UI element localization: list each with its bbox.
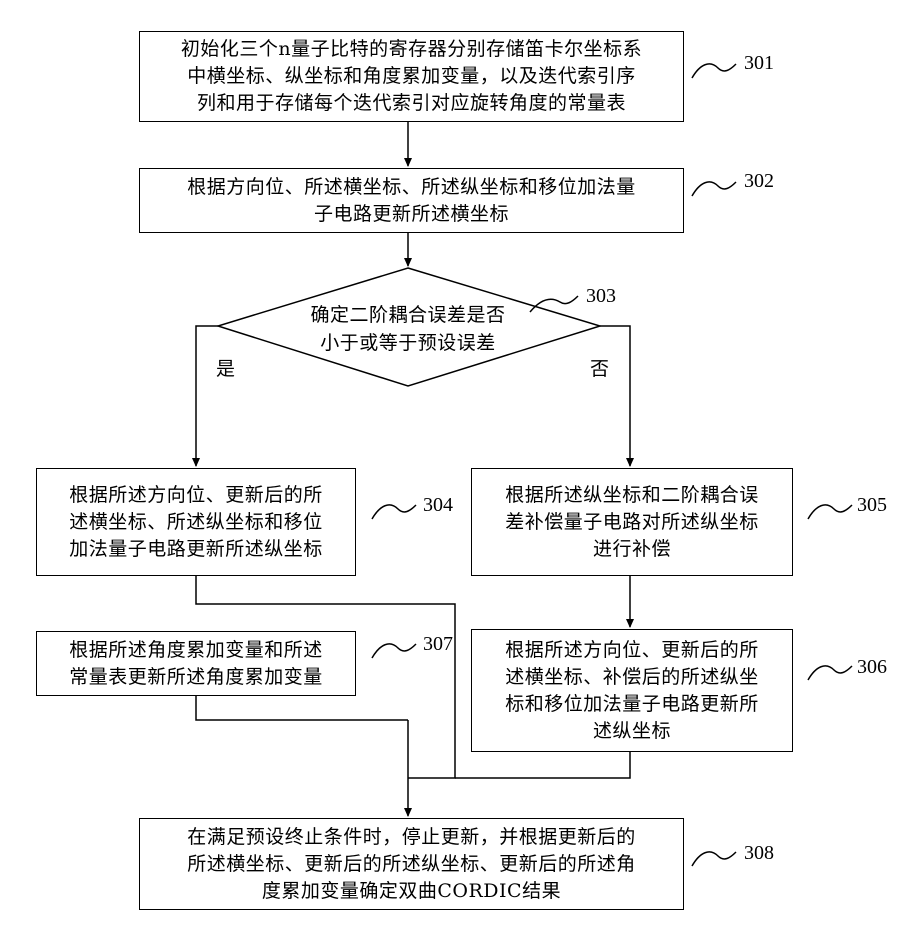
callout-301 (692, 64, 736, 78)
arrow-303-304 (196, 326, 218, 466)
step-box-302: 根据方向位、所述横坐标、所述纵坐标和移位加法量 子电路更新所述横坐标 (139, 168, 684, 233)
step-number-306: 306 (857, 656, 887, 678)
step-text-304: 根据所述方向位、更新后的所 述横坐标、所述纵坐标和移位 加法量子电路更新所述纵坐… (69, 482, 323, 563)
step-number-302: 302 (744, 170, 774, 192)
line-307-out (196, 696, 408, 720)
step-number-303: 303 (586, 285, 616, 307)
step-text-305: 根据所述纵坐标和二阶耦合误 差补偿量子电路对所述纵坐标 进行补偿 (505, 482, 759, 563)
step-box-306: 根据所述方向位、更新后的所 述横坐标、补偿后的所述纵坐 标和移位加法量子电路更新… (471, 629, 793, 752)
callout-306 (808, 666, 852, 680)
callout-305 (808, 505, 852, 519)
branch-yes-label: 是 (216, 358, 235, 380)
step-box-305: 根据所述纵坐标和二阶耦合误 差补偿量子电路对所述纵坐标 进行补偿 (471, 468, 793, 576)
step-number-307: 307 (423, 633, 453, 655)
step-box-307: 根据所述角度累加变量和所述 常量表更新所述角度累加变量 (36, 631, 356, 696)
arrow-303-305 (600, 326, 630, 466)
step-text-306: 根据所述方向位、更新后的所 述横坐标、补偿后的所述纵坐 标和移位加法量子电路更新… (505, 637, 759, 745)
step-text-301: 初始化三个n量子比特的寄存器分别存储笛卡尔坐标系 中横坐标、纵坐标和角度累加变量… (181, 36, 642, 117)
branch-no-label: 否 (590, 358, 609, 380)
step-text-307: 根据所述角度累加变量和所述 常量表更新所述角度累加变量 (69, 637, 323, 691)
step-number-304: 304 (423, 494, 453, 516)
callout-304 (372, 505, 416, 519)
callout-308 (692, 852, 736, 866)
step-number-301: 301 (744, 52, 774, 74)
step-box-301: 初始化三个n量子比特的寄存器分别存储笛卡尔坐标系 中横坐标、纵坐标和角度累加变量… (139, 31, 684, 122)
step-text-303: 确定二阶耦合误差是否 小于或等于预设误差 (218, 301, 598, 357)
step-text-302: 根据方向位、所述横坐标、所述纵坐标和移位加法量 子电路更新所述横坐标 (187, 174, 636, 228)
step-text-308: 在满足预设终止条件时，停止更新，并根据更新后的 所述横坐标、更新后的所述纵坐标、… (187, 824, 636, 905)
step-box-308: 在满足预设终止条件时，停止更新，并根据更新后的 所述横坐标、更新后的所述纵坐标、… (139, 818, 684, 910)
line-306-out (455, 752, 630, 778)
step-box-304: 根据所述方向位、更新后的所 述横坐标、所述纵坐标和移位 加法量子电路更新所述纵坐… (36, 468, 356, 576)
callout-302 (692, 182, 736, 196)
step-number-308: 308 (744, 842, 774, 864)
step-number-305: 305 (857, 494, 887, 516)
callout-307 (372, 644, 416, 658)
